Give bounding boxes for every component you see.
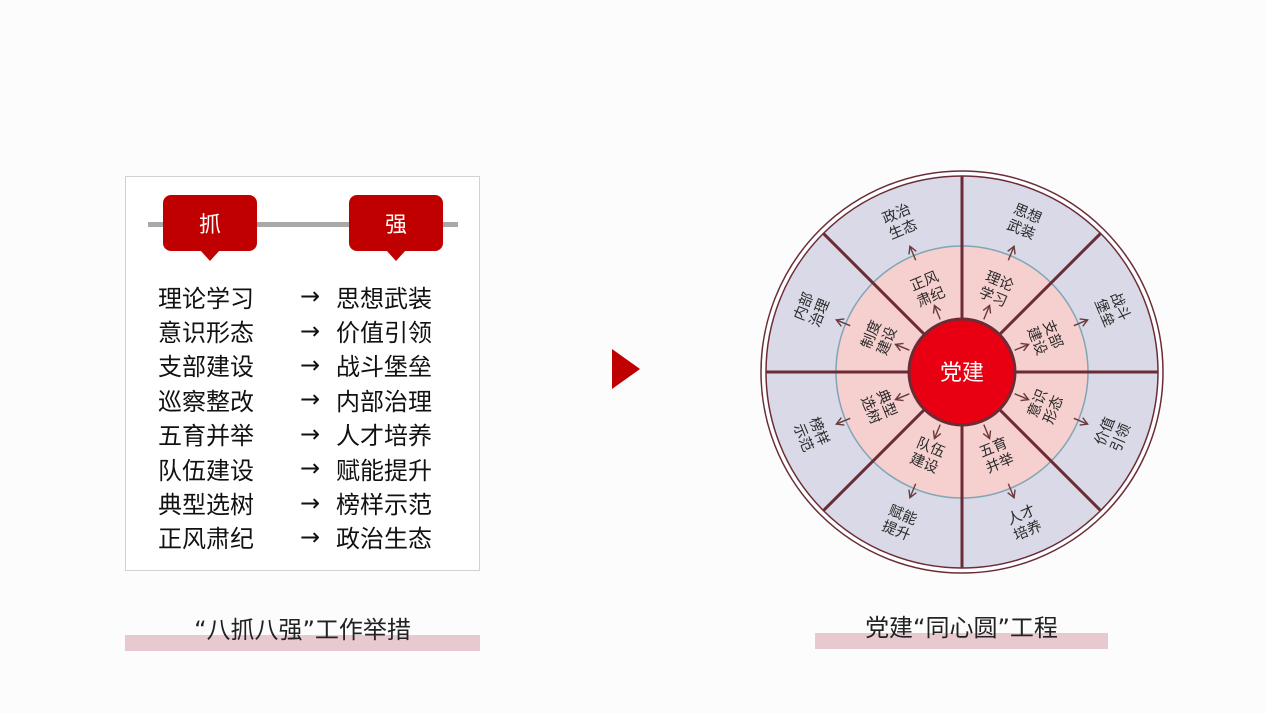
measure-from: 理论学习	[158, 284, 254, 313]
play-triangle-icon	[612, 349, 640, 389]
caption-underline	[125, 635, 480, 651]
inner-arrow	[895, 393, 910, 401]
left-caption-text: “八抓八强”工作举措	[194, 616, 411, 644]
measure-row: 典型选树 → 榜样示范	[158, 485, 458, 520]
right-arrow-icon: →	[299, 316, 321, 345]
outer-arrow	[1007, 483, 1015, 498]
spoke-divider	[822, 408, 926, 512]
inner-segment-label: 五育并举	[977, 434, 1017, 477]
arrow-head-icon	[1007, 245, 1016, 255]
outer-segment-label: 政治生态	[880, 201, 920, 244]
outer-arrow	[836, 417, 851, 425]
measure-row: 五育并举 → 人才培养	[158, 417, 458, 451]
left-caption: “八抓八强”工作举措	[125, 610, 480, 651]
inner-arrow	[983, 424, 991, 439]
outer-arrow	[1073, 417, 1088, 425]
arrow-head-icon	[932, 304, 942, 314]
measure-row: 巡察整改 → 内部治理	[158, 382, 458, 416]
arrow-head-icon	[1007, 489, 1016, 499]
right-caption-text: 党建“同心圆”工程	[865, 614, 1058, 642]
caption-underline	[815, 633, 1108, 649]
measure-to: 价值引领	[336, 319, 432, 348]
spoke-divider	[998, 232, 1102, 336]
arrow-head-icon	[982, 304, 992, 314]
inner-arrow	[895, 343, 910, 351]
measure-row: 正风肃纪 → 政治生态	[158, 520, 458, 554]
arrow-head-icon	[835, 318, 845, 327]
arrow-head-icon	[982, 430, 992, 440]
measure-from: 典型选树	[158, 491, 254, 520]
arrow-head-icon	[1020, 342, 1030, 352]
spoke-divider	[998, 408, 1102, 512]
inner-arrow	[983, 305, 991, 320]
spoke-divider	[822, 232, 926, 336]
right-arrow-icon: →	[299, 488, 321, 517]
inner-arrow	[1014, 343, 1029, 351]
outer-arrow	[1007, 246, 1015, 261]
arrow-head-icon	[835, 417, 845, 426]
arrow-head-icon	[908, 489, 917, 499]
measure-to: 政治生态	[336, 525, 432, 554]
measure-to: 内部治理	[336, 387, 432, 416]
measure-row: 队伍建设 → 赋能提升	[158, 451, 458, 485]
measure-from: 五育并举	[158, 422, 254, 451]
measure-row: 理论学习 → 思想武装	[158, 279, 458, 313]
outer-segment-label: 价值引领	[1092, 415, 1135, 455]
strengthen-tag: 强	[349, 195, 443, 261]
arrow-head-icon	[908, 245, 917, 255]
inner-arrow	[1014, 393, 1029, 401]
measure-to: 战斗堡垒	[336, 353, 432, 382]
measure-from: 巡察整改	[158, 387, 254, 416]
inner-arrow	[933, 305, 941, 320]
outer-arrow	[909, 483, 917, 498]
measure-from: 意识形态	[158, 319, 254, 348]
center-label: 党建	[940, 361, 984, 386]
arrow-head-icon	[1020, 392, 1030, 402]
center-circle	[907, 317, 1017, 427]
measure-from: 队伍建设	[158, 456, 254, 485]
arrow-head-icon	[1079, 417, 1089, 426]
header-line	[148, 222, 458, 227]
outer-arrow	[836, 319, 851, 327]
measure-from: 支部建设	[158, 353, 254, 382]
grasp-tag: 抓	[163, 195, 257, 261]
measure-row: 意识形态 → 价值引领	[158, 313, 458, 348]
measure-to: 思想武装	[336, 284, 432, 313]
arrow-head-icon	[1079, 318, 1089, 327]
arrow-head-icon	[894, 342, 904, 352]
measure-row: 支部建设 → 战斗堡垒	[158, 348, 458, 382]
concentric-circle-diagram: 理论学习思想武装支部建设战斗堡垒意识形态价值引领五育并举人才培养队伍建设赋能提升…	[760, 170, 1164, 574]
arrow-head-icon	[894, 392, 904, 402]
outer-arrow	[1073, 319, 1088, 327]
right-arrow-icon: →	[299, 350, 321, 379]
right-caption: 党建“同心圆”工程	[815, 608, 1108, 649]
measure-to: 榜样示范	[336, 491, 432, 520]
measure-to: 人才培养	[336, 422, 432, 451]
arrow-head-icon	[932, 430, 942, 440]
measure-from: 正风肃纪	[158, 525, 254, 554]
right-arrow-icon: →	[299, 522, 321, 551]
right-arrow-icon: →	[299, 454, 321, 483]
right-arrow-icon: →	[299, 282, 321, 311]
measure-list: 理论学习→思想武装 意识形态→价值引领 支部建设→战斗堡垒 巡察整改→内部治理 …	[158, 279, 458, 554]
right-arrow-icon: →	[299, 385, 321, 414]
measure-to: 赋能提升	[336, 456, 432, 485]
right-arrow-icon: →	[299, 419, 321, 448]
inner-arrow	[933, 424, 941, 439]
eight-grasps-card: 抓 强 理论学习 → 思想武装 意识形态 → 价值引领 支部建设 → 战斗堡垒 巡察整改 → 内…	[125, 176, 480, 571]
outer-arrow	[909, 246, 917, 261]
